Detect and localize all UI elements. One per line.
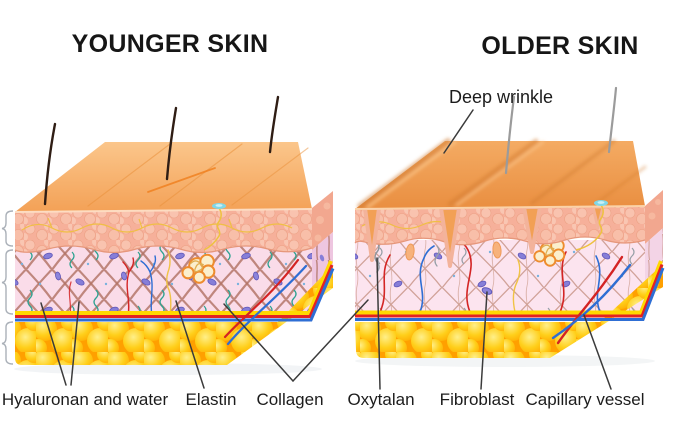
younger-epidermis-nerve [21,217,293,233]
layer-brackets [1,210,14,365]
older-sweat-droplet [594,200,608,206]
fibroblast-cell [481,287,493,295]
pointer-fibroblast [480,291,488,390]
older-sweat-duct [575,204,604,251]
dermis-bracket [1,249,14,315]
pointer-elastin [175,300,205,389]
pointer-lines [40,109,612,390]
older-capillary-band [355,260,665,321]
capillary-vessel-label: Capillary vessel [525,390,645,409]
younger-epidermis [15,209,312,253]
pointer-hyaluronan-2 [70,301,80,386]
younger-skin-surface [15,142,312,212]
oxytalan-label: Oxytalan [347,390,415,409]
older-skin-block [354,86,665,358]
fibroblast-label: Fibroblast [439,390,515,409]
older-skin-title: OLDER SKIN [481,32,639,60]
pointer-oxytalan [376,257,381,390]
pointer-deep-wrinkle [443,109,474,154]
older-descending-vessels [551,255,632,345]
younger-hairs [43,95,280,206]
younger-skin-block [14,95,335,365]
younger-sweat-droplet [212,203,226,209]
younger-dermis-vessels [68,249,172,317]
epidermis-bracket [1,210,14,247]
pointer-capillary-vessel [583,314,612,390]
younger-descending-vessels [223,258,308,346]
collagen-label: Collagen [256,390,324,409]
younger-surface-creases [87,143,309,207]
younger-skin-title: YOUNGER SKIN [71,30,269,58]
elastin-label: Elastin [185,390,237,409]
pointer-hyaluronan-1 [40,302,67,386]
pointer-collagen-left [223,303,294,382]
older-gray-hairs [504,86,618,175]
fat-bracket [1,321,14,365]
pointer-collagen-right [292,299,369,382]
younger-sweat-duct [203,207,222,251]
older-wrinkle-grooves [357,138,647,209]
older-epidermis [355,206,645,245]
older-fat-layer [355,264,663,358]
deep-wrinkle-label: Deep wrinkle [448,87,554,107]
oxytalan-fiber [374,241,380,273]
younger-capillary-band [15,260,335,322]
younger-fat-layer [15,265,333,365]
hyaluronan-label: Hyaluronan and water [1,390,169,409]
